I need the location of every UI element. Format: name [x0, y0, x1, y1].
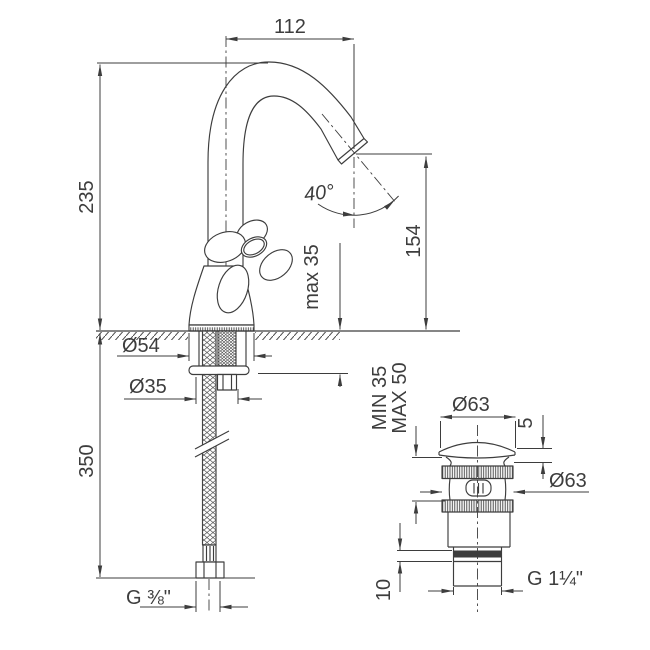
dim-hose-length: 350: [76, 444, 98, 477]
dim-spout-angle: 40°: [303, 181, 336, 207]
dim-body-diameter: Ø63: [549, 470, 587, 492]
hose-break-symbol: [194, 430, 230, 458]
handle-cap: [240, 236, 268, 258]
dim-clamp-min: MIN 35: [369, 366, 391, 430]
dim-clamp-max: MAX 50: [389, 362, 411, 433]
dim-cap-edge: 5: [515, 417, 537, 428]
dim-base-diameter: Ø54: [122, 335, 160, 357]
dim-total-height: 235: [76, 180, 98, 213]
hose-nut: [195, 561, 225, 579]
dim-supply-thread: G ⅜": [126, 587, 171, 609]
drain-body: [448, 478, 507, 501]
spout-axis-centerline: [321, 113, 397, 204]
faucet-handle-cross: [204, 219, 293, 314]
dim-relief-length: 10: [373, 579, 395, 601]
dim-waste-thread: G 1¼": [527, 568, 583, 590]
under-counter-assembly: [188, 330, 250, 611]
drain-drawing: Ø63 5 MIN 35 MAX 50 Ø63 10 G 1¼: [369, 362, 589, 612]
dim-cap-diameter: Ø63: [452, 394, 490, 416]
drain-dimensions: Ø63 5 MIN 35 MAX 50 Ø63 10 G 1¼: [369, 362, 589, 601]
faucet-dimensions: 112 235 154 40° max 35 Ø54: [76, 16, 432, 612]
dim-hole-diameter: Ø35: [129, 376, 167, 398]
faucet-drawing: 112 235 154 40° max 35 Ø54: [76, 16, 460, 612]
dim-spout-offset: 112: [274, 16, 306, 38]
dim-outlet-height: 154: [403, 224, 425, 257]
drain-cap: [438, 441, 516, 467]
mounting-flange: [188, 365, 250, 376]
mounting-nut: [216, 373, 238, 391]
hose-end-fitting: [195, 544, 225, 579]
drain-tailpiece: [447, 512, 511, 587]
mounting-surface: [96, 330, 460, 340]
dim-max-deck-thickness: max 35: [301, 244, 323, 310]
